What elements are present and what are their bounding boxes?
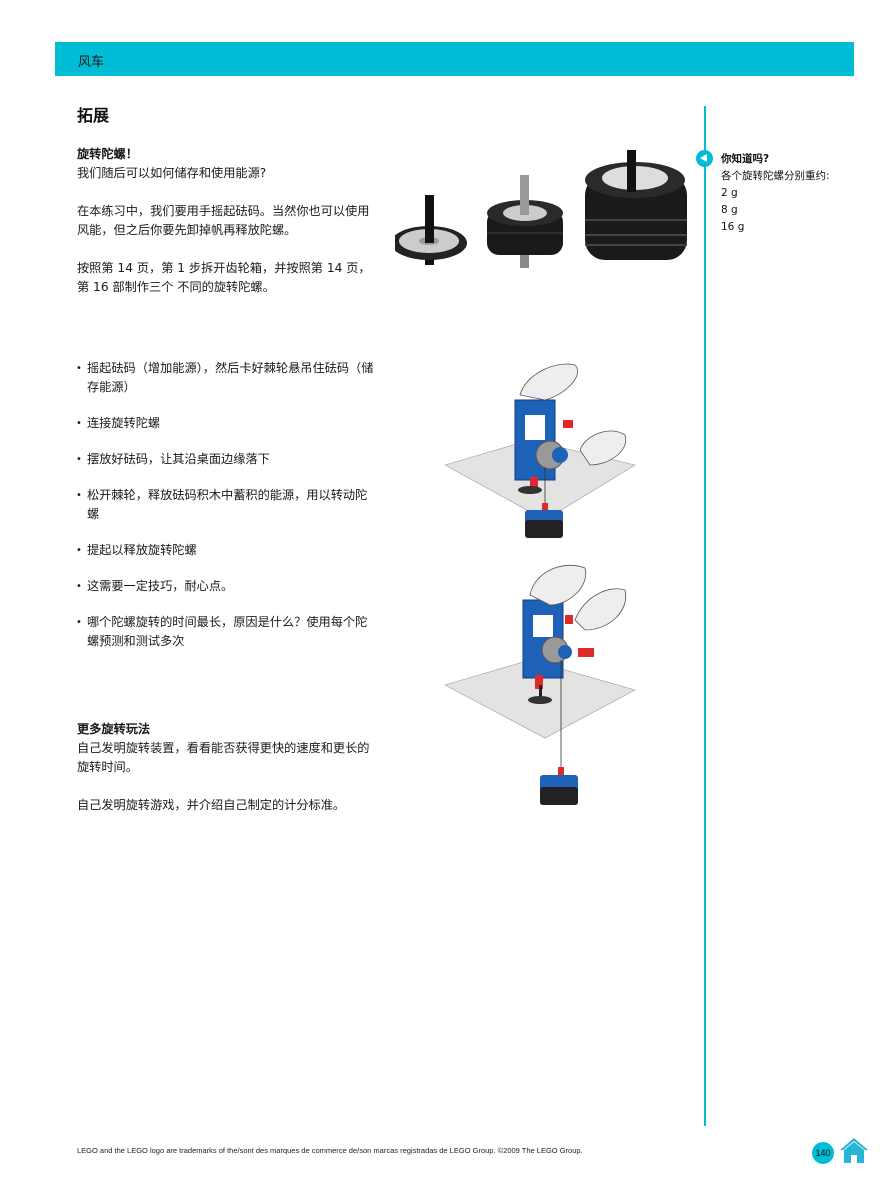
header-bar: 风车 bbox=[55, 42, 854, 76]
step-item: 摇起砝码（增加能源），然后卡好棘轮悬吊住砝码（储存能源） bbox=[76, 359, 377, 397]
section-title: 拓展 bbox=[77, 106, 110, 125]
intro-heading: 旋转陀螺！ bbox=[77, 147, 138, 161]
step-item: 连接旋转陀螺 bbox=[76, 414, 377, 433]
medium-top-image bbox=[487, 175, 563, 268]
more-paragraph: 自己发明旋转装置，看看能否获得更快的速度和更长的旋转时间。 bbox=[77, 741, 370, 774]
more-paragraph: 自己发明旋转游戏，并介绍自己制定的计分标准。 bbox=[77, 798, 346, 812]
weight-value: 16 g bbox=[721, 221, 745, 233]
intro-paragraph: 我们随后可以如何储存和使用能源? bbox=[77, 166, 267, 180]
step-item: 提起以释放旋转陀螺 bbox=[76, 541, 377, 560]
winding-weight-illustration bbox=[444, 363, 636, 538]
did-you-know-box: 你知道吗? 各个旋转陀螺分别重约: 2 g 8 g 16 g bbox=[721, 151, 861, 236]
intro-block: 旋转陀螺！ 我们随后可以如何储存和使用能源? 在本练习中，我们要用手摇起砝码。当… bbox=[77, 145, 377, 316]
step-item: 哪个陀螺旋转的时间最长，原因是什么？使用每个陀螺预测和测试多次 bbox=[76, 613, 377, 651]
home-icon[interactable] bbox=[839, 1136, 869, 1164]
step-item: 摆放好砝码，让其沿桌面边缘落下 bbox=[76, 450, 377, 469]
page-number-badge: 140 bbox=[812, 1142, 834, 1164]
more-heading: 更多旋转玩法 bbox=[77, 722, 151, 736]
steps-list: 摇起砝码（增加能源），然后卡好棘轮悬吊住砝码（储存能源） 连接旋转陀螺 摆放好砝… bbox=[76, 359, 377, 668]
intro-paragraph: 在本练习中，我们要用手摇起砝码。当然你也可以使用风能，但之后你要先卸掉帆再释放陀… bbox=[77, 204, 370, 237]
sidebar-divider bbox=[704, 106, 706, 1126]
tip-title: 你知道吗? bbox=[721, 153, 770, 165]
info-arrow-icon bbox=[696, 150, 713, 167]
large-top-image bbox=[585, 150, 687, 260]
tip-text: 各个旋转陀螺分别重约: bbox=[721, 170, 830, 182]
step-item: 松开棘轮，释放砝码积木中蓄积的能源，用以转动陀螺 bbox=[76, 486, 377, 524]
step-item: 这需要一定技巧，耐心点。 bbox=[76, 577, 377, 596]
more-block: 更多旋转玩法 自己发明旋转装置，看看能否获得更快的速度和更长的旋转时间。 自己发… bbox=[77, 720, 377, 834]
weight-value: 8 g bbox=[721, 204, 738, 216]
weight-value: 2 g bbox=[721, 187, 738, 199]
header-title: 风车 bbox=[78, 55, 105, 70]
small-top-image bbox=[395, 195, 467, 265]
spinning-tops-illustration bbox=[395, 150, 687, 268]
dropping-weight-illustration bbox=[444, 564, 636, 805]
intro-paragraph: 按照第 14 页，第 1 步拆开齿轮箱，并按照第 14 页，第 16 部制作三个… bbox=[77, 261, 371, 294]
legal-footer: LEGO and the LEGO logo are trademarks of… bbox=[77, 1146, 583, 1155]
